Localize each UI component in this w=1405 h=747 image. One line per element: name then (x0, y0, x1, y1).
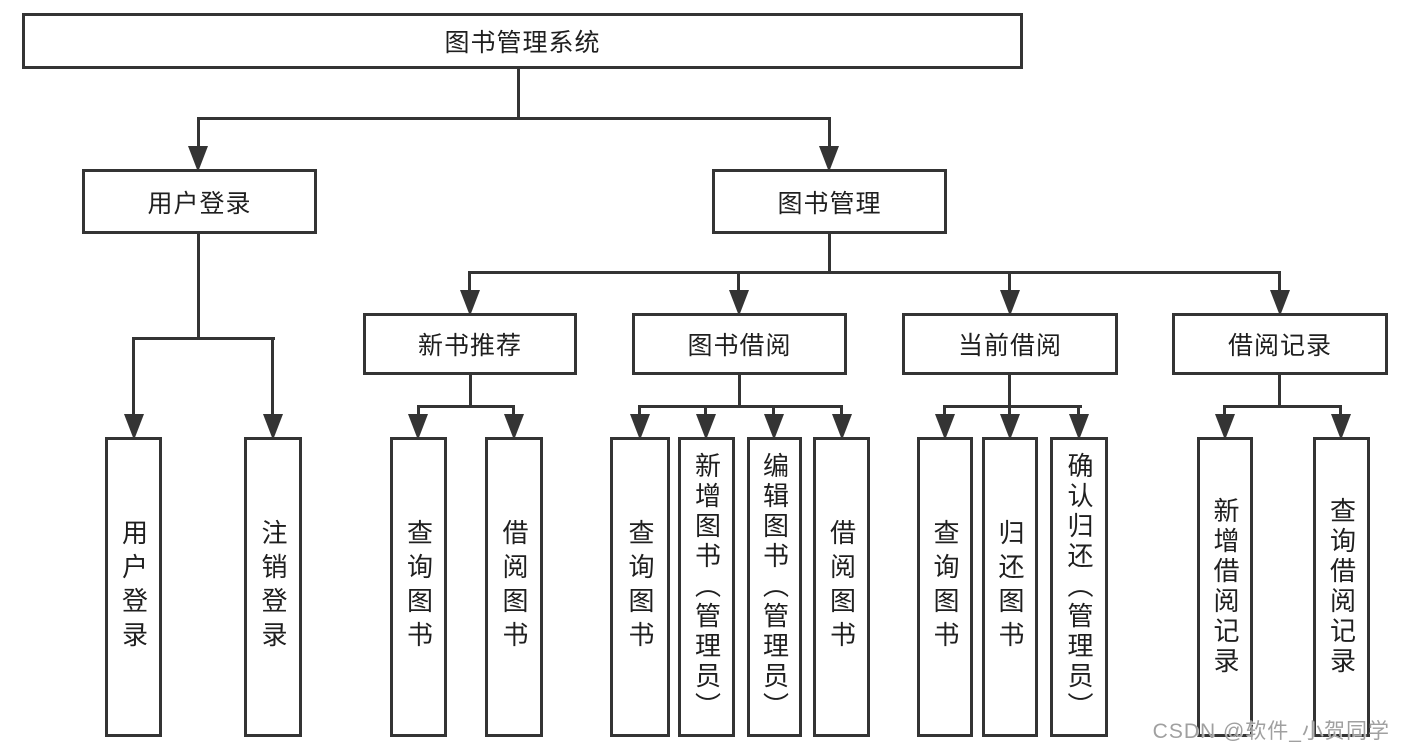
connector-line (1223, 405, 1226, 415)
connector-line (1339, 405, 1342, 415)
connector-line (943, 405, 1082, 408)
connector-line (840, 405, 843, 415)
leaf-label: 查询图书 (625, 519, 655, 655)
connector-line (772, 405, 775, 415)
node-label: 借阅记录 (1227, 332, 1332, 360)
leaf-query-books: 查询图书 (610, 437, 670, 737)
connector-line (943, 405, 946, 415)
connector-line (417, 405, 420, 415)
connector-line (1008, 405, 1011, 415)
node-label: 新书推荐 (417, 332, 522, 360)
arrowhead-down-icon (1069, 414, 1089, 440)
node-book-management: 图书管理 (712, 169, 947, 234)
arrowhead-down-icon (935, 414, 955, 440)
leaf-label: 注销登录 (258, 519, 288, 655)
node-book-borrowing: 图书借阅 (632, 313, 847, 375)
connector-line (1008, 375, 1011, 405)
arrowhead-down-icon (819, 146, 839, 172)
node-label: 图书借阅 (687, 332, 792, 360)
leaf-borrow-books: 借阅图书 (813, 437, 870, 737)
csdn-watermark: CSDN @软件_小贺同学 (1152, 720, 1390, 743)
connector-line (197, 117, 831, 120)
connector-line (1008, 271, 1011, 291)
leaf-label: 查询图书 (930, 519, 960, 655)
leaf-label: 查询图书 (403, 519, 434, 655)
connector-line (638, 405, 641, 415)
leaf-label: 编辑图书（管理员） (759, 452, 790, 722)
connector-line (132, 337, 275, 340)
connector-line (468, 271, 471, 291)
leaf-label: 借阅图书 (826, 519, 857, 655)
connector-line (469, 375, 472, 405)
connector-line (828, 117, 831, 147)
node-current-borrowing: 当前借阅 (902, 313, 1118, 375)
leaf-label: 归还图书 (995, 519, 1025, 655)
leaf-label: 新增图书（管理员） (691, 452, 722, 722)
connector-line (132, 337, 135, 415)
node-label: 图书管理 (777, 189, 882, 218)
connector-line (1278, 375, 1281, 405)
connector-line (417, 405, 515, 408)
leaf-borrow-books: 借阅图书 (485, 437, 543, 737)
leaf-label: 确认归还（管理员） (1064, 452, 1094, 722)
leaf-return-books: 归还图书 (982, 437, 1038, 737)
connector-line (512, 405, 515, 415)
arrowhead-down-icon (729, 290, 749, 316)
leaf-label: 查询借阅记录 (1326, 497, 1357, 677)
connector-line (638, 405, 843, 408)
connector-line (704, 405, 707, 415)
arrowhead-down-icon (764, 414, 784, 440)
arrowhead-down-icon (124, 414, 144, 440)
connector-line (1077, 405, 1080, 415)
arrowhead-down-icon (504, 414, 524, 440)
arrowhead-down-icon (1331, 414, 1351, 440)
connector-line (197, 234, 200, 340)
connector-line (1278, 271, 1281, 291)
node-label: 图书管理系统 (444, 29, 601, 57)
connector-line (468, 271, 1281, 274)
leaf-label: 新增借阅记录 (1210, 497, 1240, 677)
connector-line (1223, 405, 1342, 408)
arrowhead-down-icon (408, 414, 428, 440)
arrowhead-down-icon (1000, 414, 1020, 440)
leaf-query-books: 查询图书 (390, 437, 447, 737)
leaf-logout: 注销登录 (244, 437, 302, 737)
connector-line (828, 234, 831, 274)
leaf-user-login: 用户登录 (105, 437, 162, 737)
node-label: 用户登录 (147, 189, 252, 218)
connector-line (197, 117, 200, 147)
connector-line (738, 375, 741, 405)
node-library-management-system: 图书管理系统 (22, 13, 1023, 69)
arrowhead-down-icon (1270, 290, 1290, 316)
connector-line (517, 69, 520, 120)
leaf-confirm-return-admin: 确认归还（管理员） (1050, 437, 1108, 737)
leaf-add-borrow-record: 新增借阅记录 (1197, 437, 1253, 737)
leaf-query-books: 查询图书 (917, 437, 973, 737)
arrowhead-down-icon (263, 414, 283, 440)
node-borrowing-records: 借阅记录 (1172, 313, 1388, 375)
arrowhead-down-icon (188, 146, 208, 172)
arrowhead-down-icon (1000, 290, 1020, 316)
node-label: 当前借阅 (957, 332, 1062, 360)
leaf-edit-books-admin: 编辑图书（管理员） (747, 437, 802, 737)
arrowhead-down-icon (1215, 414, 1235, 440)
arrowhead-down-icon (696, 414, 716, 440)
leaf-label: 用户登录 (118, 519, 149, 655)
connector-line (737, 271, 740, 291)
leaf-query-borrow-record: 查询借阅记录 (1313, 437, 1370, 737)
arrowhead-down-icon (630, 414, 650, 440)
arrowhead-down-icon (832, 414, 852, 440)
node-new-book-recommendation: 新书推荐 (363, 313, 577, 375)
arrowhead-down-icon (460, 290, 480, 316)
connector-line (271, 337, 274, 415)
leaf-label: 借阅图书 (499, 519, 529, 655)
leaf-add-books-admin: 新增图书（管理员） (678, 437, 735, 737)
node-user-login: 用户登录 (82, 169, 317, 234)
